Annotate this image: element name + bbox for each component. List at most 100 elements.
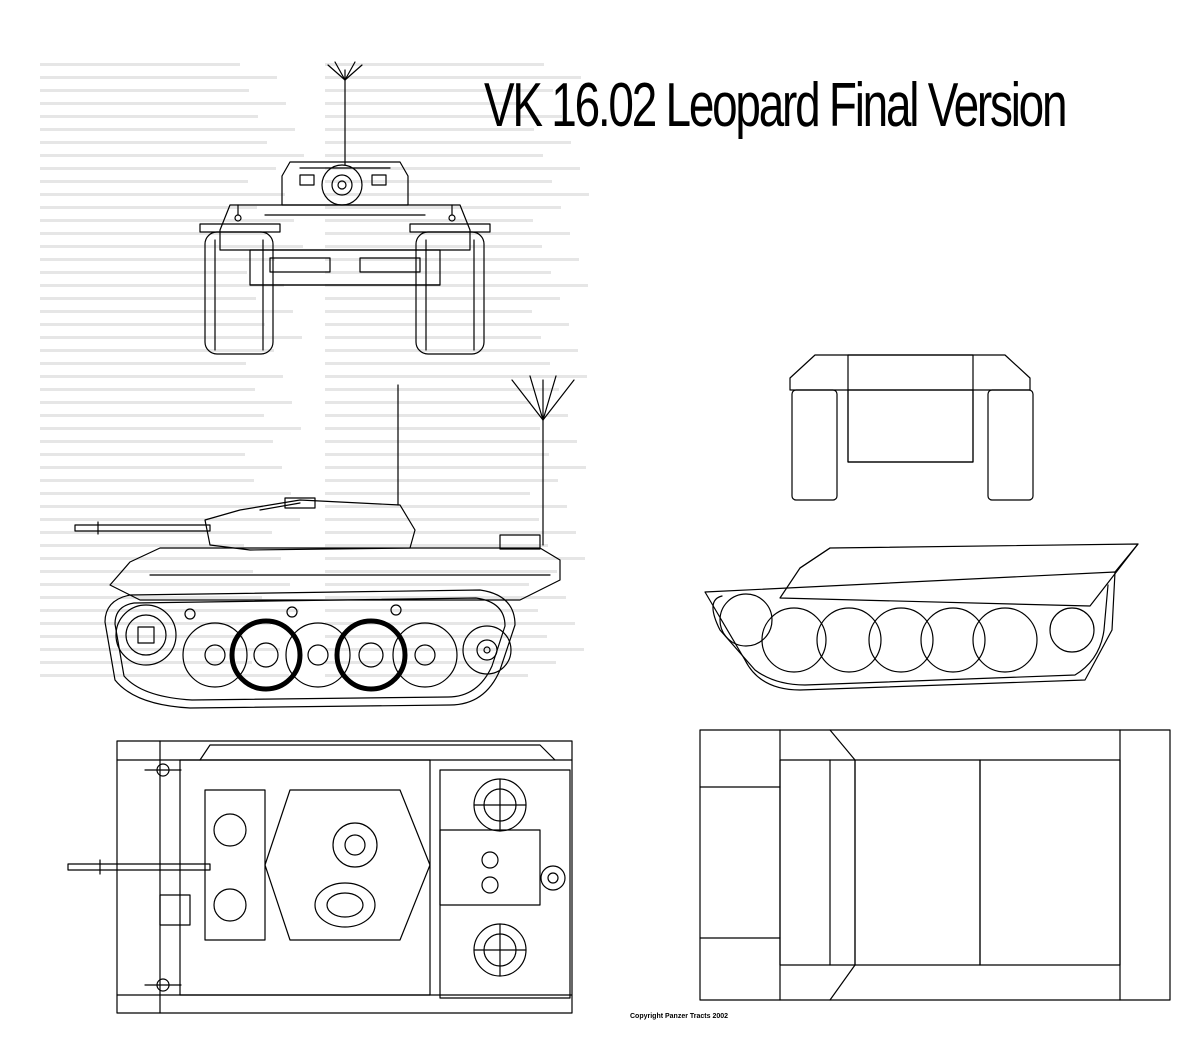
faint-text-line bbox=[40, 388, 255, 391]
faint-text-line bbox=[325, 102, 525, 105]
faint-text-line bbox=[325, 570, 557, 573]
faint-text-line bbox=[40, 661, 252, 664]
top-view-outline bbox=[700, 730, 1170, 1000]
faint-text-line bbox=[325, 362, 550, 365]
faint-text-line bbox=[325, 89, 553, 92]
faint-text-line bbox=[40, 154, 304, 157]
faint-text-line bbox=[40, 63, 240, 66]
faint-text-line bbox=[40, 323, 265, 326]
faint-text-line bbox=[325, 193, 589, 196]
faint-text-line bbox=[40, 362, 246, 365]
faint-text-line bbox=[40, 505, 263, 508]
faint-text-line bbox=[325, 492, 530, 495]
faint-text-line bbox=[40, 180, 248, 183]
faint-text-line bbox=[40, 375, 283, 378]
copyright-notice: Copyright Panzer Tracts 2002 bbox=[630, 1013, 729, 1020]
faint-text-line bbox=[40, 609, 299, 612]
faint-text-line bbox=[325, 128, 534, 131]
faint-text-line bbox=[40, 232, 266, 235]
faint-text-line bbox=[40, 115, 258, 118]
faint-text-line bbox=[325, 154, 543, 157]
side-view-original bbox=[75, 376, 574, 708]
faint-text-line bbox=[325, 349, 578, 352]
faint-text-line bbox=[40, 622, 271, 625]
background-text-column-right bbox=[325, 60, 595, 710]
faint-text-line bbox=[325, 453, 549, 456]
faint-text-line bbox=[325, 661, 556, 664]
faint-text-line bbox=[40, 544, 244, 547]
faint-text-line bbox=[325, 583, 529, 586]
faint-text-line bbox=[40, 479, 254, 482]
background-text-bleed bbox=[40, 60, 600, 710]
faint-text-line bbox=[325, 388, 559, 391]
faint-text-lines bbox=[40, 63, 304, 677]
faint-text-line bbox=[325, 596, 566, 599]
faint-text-line bbox=[40, 141, 267, 144]
top-view-original bbox=[68, 741, 572, 1013]
faint-text-line bbox=[325, 167, 580, 170]
faint-text-line bbox=[325, 180, 552, 183]
faint-text-line bbox=[40, 271, 247, 274]
faint-text-line bbox=[325, 414, 568, 417]
faint-text-line bbox=[40, 245, 303, 248]
faint-text-line bbox=[325, 115, 562, 118]
faint-text-line bbox=[325, 518, 539, 521]
faint-text-line bbox=[40, 336, 302, 339]
front-view-outline bbox=[790, 355, 1033, 500]
faint-text-line bbox=[40, 284, 284, 287]
background-text-column-left bbox=[40, 60, 310, 710]
faint-text-line bbox=[40, 466, 282, 469]
faint-text-line bbox=[325, 557, 585, 560]
faint-text-line bbox=[40, 453, 245, 456]
faint-text-line bbox=[40, 596, 262, 599]
faint-text-line bbox=[325, 401, 531, 404]
faint-text-line bbox=[325, 258, 579, 261]
faint-text-line bbox=[325, 674, 528, 677]
faint-text-line bbox=[325, 440, 577, 443]
side-view-outline bbox=[705, 544, 1138, 690]
faint-text-line bbox=[325, 206, 561, 209]
faint-text-line bbox=[40, 531, 272, 534]
faint-text-line bbox=[40, 297, 256, 300]
faint-text-line bbox=[325, 648, 584, 651]
faint-text-line bbox=[40, 89, 249, 92]
faint-text-line bbox=[40, 206, 257, 209]
faint-text-line bbox=[325, 245, 542, 248]
faint-text-line bbox=[325, 427, 540, 430]
faint-text-line bbox=[40, 219, 294, 222]
faint-text-line bbox=[40, 570, 253, 573]
faint-text-line bbox=[325, 466, 586, 469]
faint-text-line bbox=[40, 440, 273, 443]
front-view-original bbox=[200, 62, 490, 354]
faint-text-line bbox=[40, 167, 276, 170]
faint-text-line bbox=[40, 674, 289, 677]
faint-text-line bbox=[325, 635, 547, 638]
faint-text-line bbox=[325, 531, 576, 534]
faint-text-line bbox=[325, 219, 533, 222]
faint-text-line bbox=[325, 63, 544, 66]
faint-text-line bbox=[325, 336, 541, 339]
faint-text-line bbox=[40, 128, 295, 131]
faint-text-line bbox=[325, 76, 581, 79]
faint-text-line bbox=[325, 609, 538, 612]
faint-text-line bbox=[40, 76, 277, 79]
faint-text-line bbox=[325, 232, 570, 235]
faint-text-line bbox=[40, 193, 285, 196]
faint-text-line bbox=[40, 557, 281, 560]
diagram-title: VK 16.02 Leopard Final Version bbox=[484, 71, 1067, 140]
faint-text-line bbox=[40, 349, 274, 352]
faint-text-line bbox=[325, 479, 558, 482]
faint-text-line bbox=[40, 427, 301, 430]
faint-text-line bbox=[325, 505, 567, 508]
faint-text-line bbox=[325, 284, 588, 287]
faint-text-line bbox=[325, 375, 587, 378]
faint-text-line bbox=[325, 141, 571, 144]
faint-text-line bbox=[40, 492, 291, 495]
faint-text-line bbox=[40, 414, 264, 417]
faint-text-line bbox=[325, 622, 575, 625]
faint-text-line bbox=[40, 518, 300, 521]
faint-text-line bbox=[325, 271, 551, 274]
faint-text-line bbox=[40, 258, 275, 261]
